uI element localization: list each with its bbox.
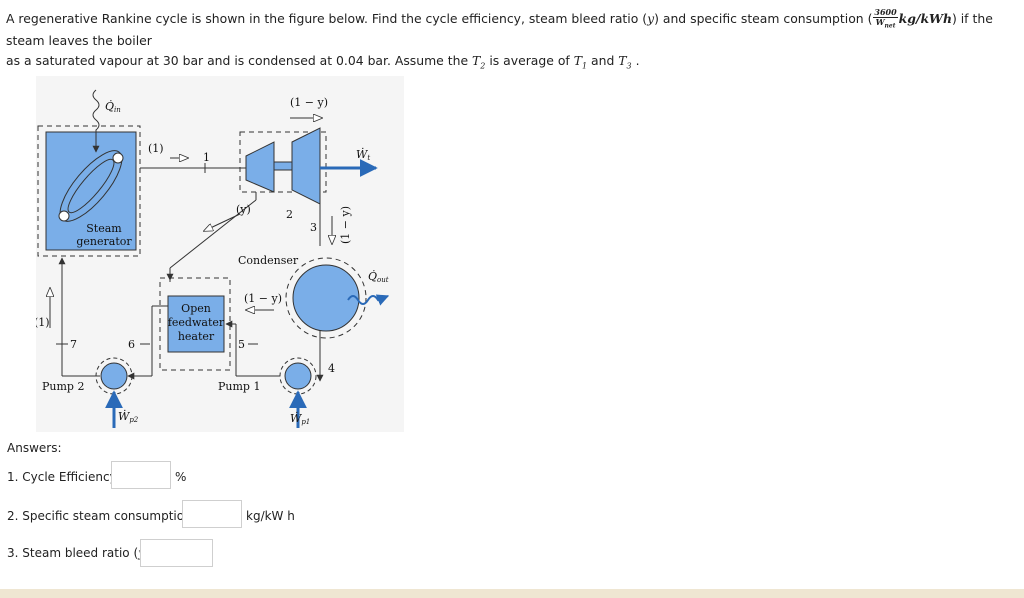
svg-text:(1 − y): (1 − y) xyxy=(339,206,352,244)
svg-text:4: 4 xyxy=(328,362,335,375)
bleed-line xyxy=(169,199,257,269)
svg-text:(1): (1) xyxy=(36,316,50,329)
ssc-unit: kg/kWh xyxy=(898,10,952,26)
answers-heading: Answers: xyxy=(7,441,62,455)
heat-out-arrow xyxy=(347,294,390,306)
svg-text:7: 7 xyxy=(70,338,77,351)
heat-in-arrow xyxy=(92,89,100,153)
svg-text:2: 2 xyxy=(286,208,293,221)
turbine-stage-2 xyxy=(291,127,321,205)
condenser-boundary xyxy=(285,257,367,339)
svg-text:1: 1 xyxy=(203,151,210,164)
svg-text:heater: heater xyxy=(178,330,215,343)
boiler-drum xyxy=(58,210,70,222)
steam-generator-label: Steam xyxy=(86,222,122,235)
q1-label: 1. Cycle Efficiency: xyxy=(7,470,120,484)
open-feedwater-heater xyxy=(167,295,225,353)
q3-label: 3. Steam bleed ratio (y): xyxy=(7,546,154,560)
steam-generator xyxy=(45,131,137,251)
cycle-efficiency-input[interactable] xyxy=(111,461,171,489)
q2-label: 2. Specific steam consumption: xyxy=(7,509,196,523)
svg-text:feedwater: feedwater xyxy=(168,316,225,329)
svg-text:5: 5 xyxy=(238,338,245,351)
pump-1 xyxy=(284,362,312,390)
rankine-cycle-figure: Steam generator Q̇in (1) 1 Ẇt (1 − y) (y… xyxy=(36,76,404,432)
rankine-diagram-svg: Steam generator Q̇in (1) 1 Ẇt (1 − y) (y… xyxy=(36,89,390,428)
svg-text:Ẇp2: Ẇp2 xyxy=(118,409,139,424)
svg-text:Q̇out: Q̇out xyxy=(368,270,389,284)
turbine-stage-1 xyxy=(245,141,275,193)
svg-text:generator: generator xyxy=(76,235,132,248)
svg-text:3: 3 xyxy=(310,221,317,234)
condenser-label: Condenser xyxy=(238,254,299,267)
steam-bleed-ratio-input[interactable] xyxy=(140,539,213,567)
svg-text:(1 − y): (1 − y) xyxy=(244,292,282,305)
pump2-label: Pump 2 xyxy=(42,380,84,393)
svg-text:(1): (1) xyxy=(148,142,164,155)
bottom-band xyxy=(0,589,1024,598)
svg-text:Q̇in: Q̇in xyxy=(105,100,121,114)
question-text: A regenerative Rankine cycle is shown in… xyxy=(6,7,993,71)
svg-text:Ẇt: Ẇt xyxy=(356,147,370,162)
pump1-label: Pump 1 xyxy=(218,380,260,393)
svg-text:(y): (y) xyxy=(236,203,251,216)
boiler-boundary xyxy=(37,125,141,257)
q1-unit: % xyxy=(175,470,187,484)
svg-text:Open: Open xyxy=(181,302,211,315)
turbine-boundary xyxy=(239,131,327,193)
y-symbol: y xyxy=(647,10,655,26)
q2-unit: kg/kW h xyxy=(246,509,295,523)
pump-2 xyxy=(100,362,128,390)
condenser xyxy=(292,264,360,332)
svg-text:(1 − y): (1 − y) xyxy=(290,96,328,109)
svg-text:Ẇp1: Ẇp1 xyxy=(290,411,310,426)
specific-steam-consumption-input[interactable] xyxy=(182,500,242,528)
svg-text:6: 6 xyxy=(128,338,135,351)
